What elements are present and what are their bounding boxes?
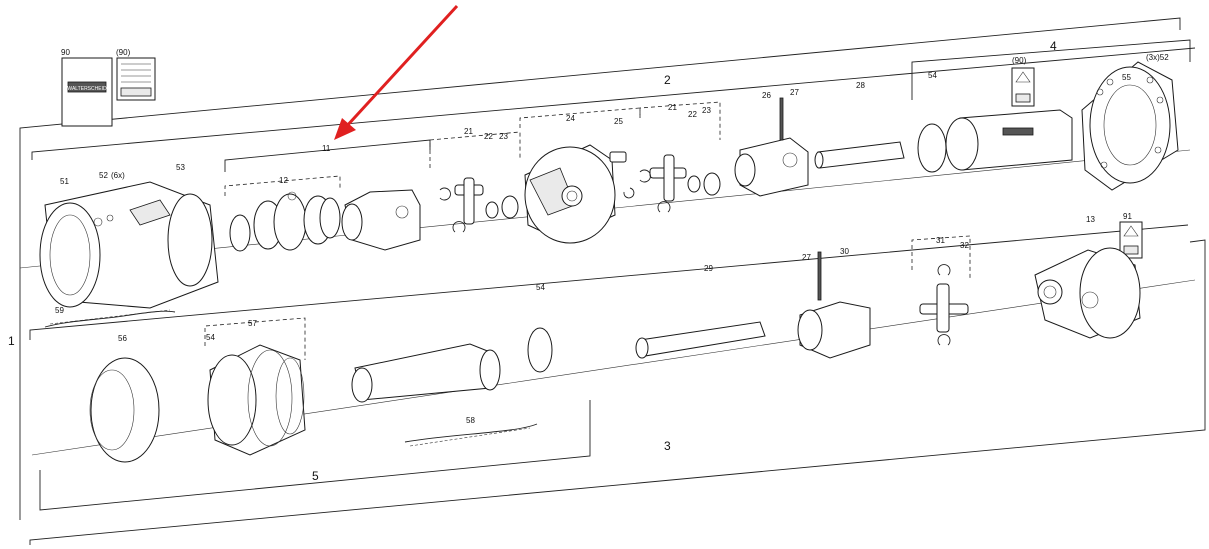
guard-tube-54 <box>917 109 1073 173</box>
callout-54b: 54 <box>536 283 545 292</box>
yoke-26 <box>734 97 809 197</box>
callout-26: 26 <box>762 91 771 100</box>
callout-30: 30 <box>840 247 849 256</box>
bearing-rings-12 <box>229 191 341 252</box>
callout-90: 90 <box>61 48 70 57</box>
callout-29: 29 <box>704 264 713 273</box>
guard-ring-56 <box>89 357 160 463</box>
tube-28 <box>814 141 905 169</box>
callout-21b: 21 <box>464 127 473 136</box>
chain-59 <box>44 309 176 328</box>
callout-4: 4 <box>1050 39 1057 53</box>
callout-31: 31 <box>936 236 945 245</box>
yoke-30 <box>797 251 871 359</box>
callout-55: 55 <box>1122 73 1131 82</box>
cross-joint-21b <box>639 154 721 213</box>
chain-58 <box>404 423 538 447</box>
callout-23b: 23 <box>499 132 508 141</box>
manual-booklet: WALTERSCHEID <box>61 57 156 127</box>
callout-25: 25 <box>614 117 623 126</box>
callout-32: 32 <box>960 241 969 250</box>
callout-54c: 54 <box>206 333 215 342</box>
callout-6x: (6x) <box>111 171 125 180</box>
guard-tube-54b <box>351 327 553 403</box>
callout-1: 1 <box>8 334 15 348</box>
guard-cone-51 <box>39 181 219 309</box>
highlight-arrow <box>334 4 459 140</box>
callout-57: 57 <box>248 319 257 328</box>
callout-53: 53 <box>176 163 185 172</box>
callout-23a: 23 <box>702 106 711 115</box>
callout-90b: (90) <box>116 48 131 57</box>
callout-3: 3 <box>664 439 671 453</box>
callout-3x52: (3x)52 <box>1146 53 1169 62</box>
subgroup-frames <box>204 101 971 360</box>
callout-90c: (90) <box>1012 56 1027 65</box>
assembly-frames <box>19 17 1206 545</box>
callout-5: 5 <box>312 469 319 483</box>
callout-51: 51 <box>60 177 69 186</box>
callout-58: 58 <box>466 416 475 425</box>
callout-labels: 90 (90) 2 4 55 (3x)52 (90) 54 28 26 27 2… <box>8 39 1169 483</box>
callout-91: 91 <box>1123 212 1132 221</box>
callout-28: 28 <box>856 81 865 90</box>
callout-24: 24 <box>566 114 575 123</box>
callout-59: 59 <box>55 306 64 315</box>
callout-54a: 54 <box>928 71 937 80</box>
warning-labels <box>1011 67 1143 259</box>
callout-13: 13 <box>1086 215 1095 224</box>
callout-27a: 27 <box>790 88 799 97</box>
callout-21a: 21 <box>668 103 677 112</box>
callout-52a: 52 <box>99 171 108 180</box>
callout-22b: 22 <box>484 132 493 141</box>
clutch-13 <box>1034 247 1141 339</box>
callout-12: 12 <box>279 176 288 185</box>
callout-2: 2 <box>664 73 671 87</box>
guard-cone-57 <box>207 344 306 456</box>
tube-29 <box>635 321 766 359</box>
callout-22a: 22 <box>688 110 697 119</box>
yoke-11 <box>341 189 421 251</box>
cross-joint-21 <box>439 177 519 233</box>
clutch-24 <box>524 144 635 244</box>
booklet-brand-label: WALTERSCHEID <box>67 86 107 92</box>
callout-56: 56 <box>118 334 127 343</box>
guard-cone-55 <box>1081 61 1179 191</box>
callout-27b: 27 <box>802 253 811 262</box>
cross-joint-31 <box>919 264 969 346</box>
callout-11: 11 <box>322 144 331 153</box>
